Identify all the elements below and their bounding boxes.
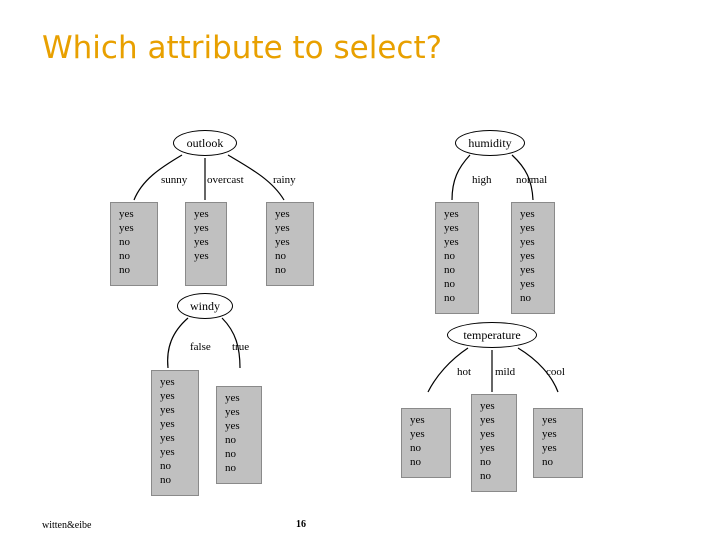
leaf-value: yes: [520, 264, 535, 276]
leaf-value: yes: [480, 442, 495, 454]
leaf-windy-false: yes yes yes yes yes yes no no: [151, 370, 199, 496]
leaf-outlook-sunny: yes yes no no no: [110, 202, 158, 286]
leaf-value: yes: [160, 390, 175, 402]
leaf-value: yes: [520, 222, 535, 234]
leaf-value: yes: [410, 414, 425, 426]
leaf-value: yes: [275, 222, 290, 234]
leaf-value: yes: [520, 236, 535, 248]
leaf-value: yes: [444, 236, 459, 248]
leaf-value: no: [119, 250, 130, 262]
leaf-value: no: [410, 456, 421, 468]
leaf-value: no: [225, 448, 236, 460]
leaf-outlook-rainy: yes yes yes no no: [266, 202, 314, 286]
leaf-value: no: [225, 462, 236, 474]
leaf-value: yes: [480, 414, 495, 426]
leaf-value: no: [225, 434, 236, 446]
node-outlook-label: outlook: [186, 135, 224, 150]
leaf-value: yes: [410, 428, 425, 440]
leaf-value: no: [520, 292, 531, 304]
leaf-value: no: [119, 264, 130, 276]
leaf-temperature-mild: yes yes yes yes no no: [471, 394, 517, 492]
leaf-value: yes: [160, 376, 175, 388]
leaf-value: yes: [542, 414, 557, 426]
leaf-value: no: [444, 292, 455, 304]
leaf-temperature-cool: yes yes yes no: [533, 408, 583, 478]
edge-label-humidity-normal: normal: [516, 174, 548, 186]
footer-attribution: witten&eibe: [42, 520, 92, 531]
leaf-value: no: [444, 250, 455, 262]
leaf-value: no: [480, 456, 491, 468]
leaf-value: yes: [520, 278, 535, 290]
leaf-value: yes: [480, 400, 495, 412]
leaf-value: yes: [194, 236, 209, 248]
leaf-value: yes: [194, 208, 209, 220]
leaf-value: no: [275, 264, 286, 276]
leaf-value: yes: [480, 428, 495, 440]
leaf-value: yes: [542, 442, 557, 454]
leaf-value: yes: [444, 222, 459, 234]
edge-label-humidity-high: high: [472, 174, 492, 186]
leaf-value: yes: [194, 222, 209, 234]
edge-label-outlook-rainy: rainy: [273, 174, 296, 186]
leaf-value: yes: [444, 208, 459, 220]
node-humidity-label: humidity: [468, 135, 512, 150]
leaf-humidity-normal: yes yes yes yes yes yes no: [511, 202, 555, 314]
leaf-value: yes: [160, 418, 175, 430]
leaf-value: yes: [542, 428, 557, 440]
leaf-value: yes: [119, 222, 134, 234]
leaf-temperature-hot: yes yes no no: [401, 408, 451, 478]
leaf-value: no: [444, 278, 455, 290]
edge-label-outlook-sunny: sunny: [161, 174, 188, 186]
leaf-value: no: [410, 442, 421, 454]
edge-label-temperature-cool: cool: [546, 366, 565, 378]
node-outlook: outlook: [173, 130, 237, 156]
node-humidity: humidity: [455, 130, 525, 156]
leaf-value: yes: [119, 208, 134, 220]
leaf-outlook-overcast: yes yes yes yes: [185, 202, 227, 286]
leaf-value: no: [119, 236, 130, 248]
leaf-value: yes: [520, 208, 535, 220]
leaf-value: no: [444, 264, 455, 276]
leaf-value: no: [275, 250, 286, 262]
edge-label-temperature-hot: hot: [457, 366, 472, 378]
node-windy-label: windy: [190, 298, 220, 313]
leaf-value: yes: [225, 406, 240, 418]
edge-label-windy-false: false: [190, 341, 211, 353]
footer-page-number: 16: [296, 519, 306, 530]
leaf-value: yes: [225, 392, 240, 404]
leaf-value: no: [480, 470, 491, 482]
edge-label-temperature-mild: mild: [495, 366, 516, 378]
leaf-value: yes: [275, 236, 290, 248]
leaf-value: yes: [275, 208, 290, 220]
leaf-value: no: [160, 474, 171, 486]
node-windy: windy: [177, 293, 233, 319]
node-temperature: temperature: [447, 322, 537, 348]
leaf-value: no: [542, 456, 553, 468]
edge-label-windy-true: true: [232, 341, 250, 353]
leaf-value: yes: [160, 404, 175, 416]
page-title: Which attribute to select?: [42, 30, 443, 66]
leaf-windy-true: yes yes yes no no no: [216, 386, 262, 484]
leaf-value: no: [160, 460, 171, 472]
leaf-value: yes: [160, 432, 175, 444]
leaf-humidity-high: yes yes yes no no no no: [435, 202, 479, 314]
leaf-value: yes: [520, 250, 535, 262]
leaf-value: yes: [194, 250, 209, 262]
node-temperature-label: temperature: [463, 327, 521, 342]
edge-label-outlook-overcast: overcast: [207, 174, 244, 186]
leaf-value: yes: [225, 420, 240, 432]
leaf-value: yes: [160, 446, 175, 458]
